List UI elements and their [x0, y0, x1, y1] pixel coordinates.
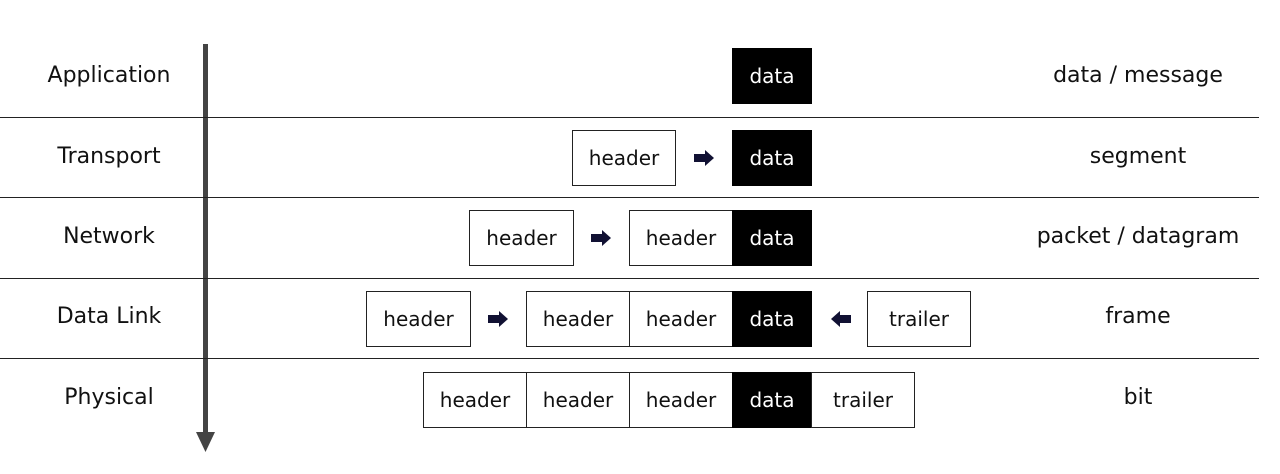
network-header-box: header	[526, 291, 630, 347]
network-header-box: header	[526, 372, 630, 428]
link-trailer-box: trailer	[811, 372, 915, 428]
layer-network: Network	[63, 224, 155, 249]
layer-application: Application	[47, 63, 171, 88]
unit-physical: bit	[1123, 385, 1153, 410]
unit-network: packet / datagram	[1036, 224, 1240, 249]
unit-data-link: frame	[1105, 304, 1171, 329]
layer-transport: Transport	[57, 144, 161, 169]
data-box: data	[732, 372, 812, 428]
arrow-right-icon	[694, 150, 714, 166]
unit-transport: segment	[1089, 144, 1187, 169]
link-header-box: header	[366, 291, 471, 347]
unit-application: data / message	[1053, 63, 1223, 88]
arrow-left-icon	[831, 311, 851, 327]
transport-header-box: header	[572, 130, 676, 186]
transport-header-box: header	[629, 210, 733, 266]
encapsulation-direction-arrow	[196, 44, 215, 452]
link-header-box: header	[423, 372, 527, 428]
row-divider	[0, 117, 1259, 118]
transport-header-box: header	[629, 291, 733, 347]
link-trailer-box: trailer	[867, 291, 971, 347]
data-box: data	[732, 210, 812, 266]
row-divider	[0, 358, 1259, 359]
arrow-right-icon	[488, 311, 508, 327]
transport-header-box: header	[629, 372, 733, 428]
layer-physical: Physical	[64, 385, 154, 410]
arrow-right-icon	[591, 230, 611, 246]
data-box: data	[732, 48, 812, 104]
network-header-box: header	[469, 210, 574, 266]
layer-data-link: Data Link	[56, 304, 162, 329]
row-divider	[0, 197, 1259, 198]
row-divider	[0, 278, 1259, 279]
data-box: data	[732, 291, 812, 347]
data-box: data	[732, 130, 812, 186]
